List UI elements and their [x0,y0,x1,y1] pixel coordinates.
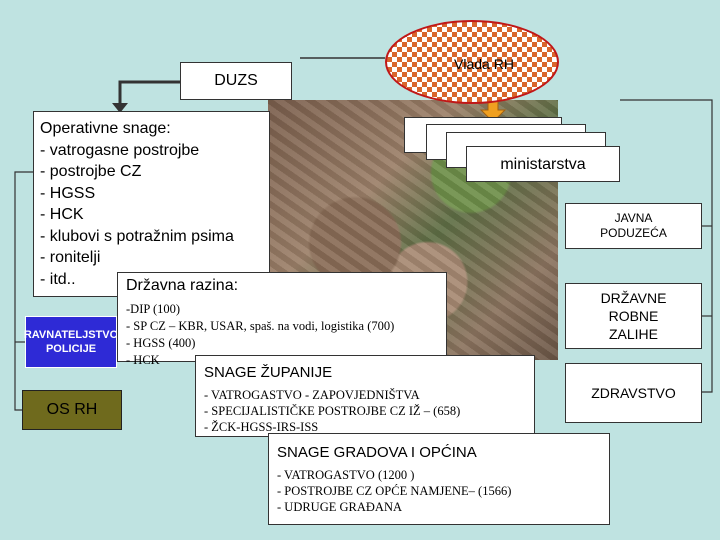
drzavna-line: - HCK [126,353,160,367]
duzs-label: DUZS [214,72,258,89]
zalihe-line: DRŽAVNE [600,290,667,306]
line-duzs-operativne [118,80,180,105]
gradovi-title: SNAGE GRADOVA I OPĆINA [277,444,477,461]
drzavna-line: - HGSS (400) [126,336,196,350]
javna-line: PODUZEĆA [600,226,667,240]
snage-gradova-box: SNAGE GRADOVA I OPĆINA - VATROGASTVO (12… [268,433,610,525]
drzavna-line: -DIP (100) [126,302,181,316]
zupanije-line: - ŽCK-HGSS-IRS-ISS [204,420,319,434]
os-rh-box: OS RH [22,390,122,430]
zalihe-line: ROBNE [608,308,659,324]
gradovi-line: - POSTROJBE CZ OPĆE NAMJENE– (1566) [277,484,512,498]
zdravstvo-box: ZDRAVSTVO [565,363,702,423]
zupanije-line: - VATROGASTVO - ZAPOVJEDNIŠTVA [204,388,420,402]
drzavna-line: - SP CZ – KBR, USAR, spaš. na vodi, logi… [126,319,395,333]
duzs-box: DUZS [180,62,292,100]
zupanije-line: - SPECIJALISTIČKE POSTROJBE CZ IŽ – (658… [204,404,461,418]
operativne-item: - postrojbe CZ [40,163,142,180]
ministarstva-label: ministarstva [500,156,586,173]
javna-poduzeca-box: JAVNA PODUZEĆA [565,203,702,249]
operativne-item: - HGSS [40,184,96,202]
operativne-item: - HCK [40,206,84,223]
drzavna-razina-box: Državna razina: -DIP (100) - SP CZ – KBR… [117,272,447,367]
operativne-item: - vatrogasne postrojbe [40,141,200,159]
zalihe-line: ZALIHE [608,326,658,342]
ravnateljstvo-policije-box: RAVNATELJSTVO POLICIJE [23,316,119,368]
snage-zupanije-box: SNAGE ŽUPANIJE - VATROGASTVO - ZAPOVJEDN… [195,355,535,437]
vlada-rh-node: Vlada RH [385,20,559,104]
gradovi-line: - UDRUGE GRAĐANA [277,500,402,514]
operativne-item: - klubovi s potražnim psima [40,227,234,245]
javna-line: JAVNA [614,211,653,225]
policija-line: RAVNATELJSTVO [23,329,119,341]
vlada-rh-label: Vlada RH [454,56,514,72]
drzavne-robne-zalihe-box: DRŽAVNE ROBNE ZALIHE [565,283,702,349]
line-left-bracket [14,171,33,411]
gradovi-line: - VATROGASTVO (1200 ) [277,468,415,482]
osrh-label: OS RH [46,401,98,418]
drzavna-title: Državna razina: [126,277,239,294]
operativne-title: Operativne snage: [40,120,171,137]
policija-line: POLICIJE [45,343,97,355]
operativne-item: - ronitelji [40,249,101,266]
operativne-snage-box: Operativne snage: - vatrogasne postrojbe… [33,111,270,297]
zupanije-title: SNAGE ŽUPANIJE [204,364,333,381]
ministarstva-box: ministarstva [466,146,620,182]
zdravstvo-label: ZDRAVSTVO [591,385,676,401]
operativne-item: - itd.. [40,270,76,288]
